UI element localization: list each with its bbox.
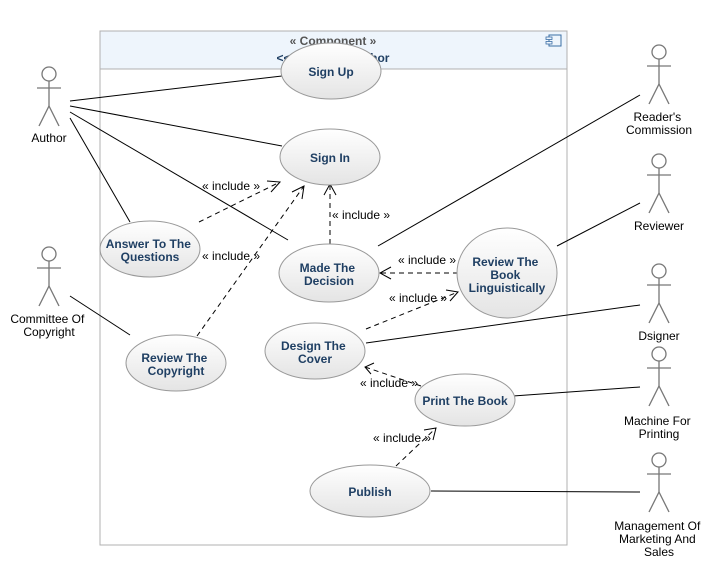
actor-label: Management Of [614, 519, 701, 533]
actor-label: Machine For [624, 414, 691, 428]
component-icon [545, 34, 562, 47]
assoc-author-signin [69, 105, 283, 147]
svg-text:Machine For Printing: Machine For Printing [624, 414, 694, 441]
include-label: « include » [360, 376, 418, 390]
svg-text:Review The Book Li: Review The Book Linguistically [469, 255, 546, 295]
svg-text:Sign In: Sign In [310, 151, 350, 165]
use-case-sign-in[interactable]: Sign In [279, 128, 381, 186]
actor-label: Copyright [23, 325, 75, 339]
assoc-author-signup [69, 75, 283, 102]
include-label: « include » [389, 291, 447, 305]
use-case-made-decision[interactable]: Made The Decision [278, 243, 380, 303]
assoc-designer-cover [365, 304, 641, 344]
use-case-sign-up[interactable]: Sign Up [280, 42, 382, 100]
use-case-label: Sign Up [308, 65, 353, 79]
stick-figure-icon [37, 66, 61, 127]
assoc-machine-print [512, 386, 641, 397]
use-case-label: Linguistically [469, 281, 546, 295]
use-case-label: Questions [121, 250, 180, 264]
actor-label: Printing [639, 427, 680, 441]
svg-text:Publish: Publish [348, 485, 391, 499]
svg-text:Committee Of Copyright: Committee Of Copyright [10, 312, 87, 339]
actor-committee-of-copyright[interactable]: Committee Of Copyright [10, 246, 87, 339]
use-case-label: Book [490, 268, 520, 282]
use-case-label: Review The [141, 351, 207, 365]
assoc-committee-copyright [69, 295, 131, 336]
actor-readers-commission[interactable]: Reader's Commission [626, 44, 692, 137]
use-case-label: Copyright [148, 364, 205, 378]
use-case-label: Design The [281, 339, 346, 353]
include-answer-signin [198, 180, 282, 223]
use-case-label: Publish [348, 485, 391, 499]
include-ling-decision [378, 266, 458, 280]
use-case-label: Sign In [310, 151, 350, 165]
use-case-answer-questions[interactable]: Answer To The Questions [99, 220, 201, 278]
use-case-review-copyright[interactable]: Review The Copyright [125, 334, 227, 392]
use-case-label: Cover [298, 352, 332, 366]
include-cover-ling [365, 289, 459, 330]
use-case-print-book[interactable]: Print The Book [414, 373, 516, 427]
use-case-label: Review The [472, 255, 538, 269]
actor-label: Author [31, 131, 66, 145]
stick-figure-icon [647, 452, 671, 513]
include-print-cover [364, 362, 422, 387]
actor-label: Reader's [634, 110, 682, 124]
svg-text:Review The Copyright: Review The Copyright [141, 351, 210, 378]
stick-figure-icon [647, 263, 671, 324]
actor-label: Sales [644, 545, 674, 559]
include-label: « include » [202, 249, 260, 263]
actor-author[interactable]: Author [31, 66, 67, 145]
use-case-design-cover[interactable]: Design The Cover [264, 322, 366, 380]
use-case-label: Answer To The [106, 237, 191, 251]
svg-text:Reader's Commission: Reader's Commission [626, 110, 692, 137]
svg-text:Made The Decision: Made The Decision [300, 261, 359, 288]
use-case-label: Print The Book [422, 394, 508, 408]
svg-text:Print The Book: Print The Book [422, 394, 508, 408]
assoc-author-answer [69, 117, 131, 223]
use-case-label: Decision [304, 274, 354, 288]
svg-text:Answer To The Questions: Answer To The Questions [106, 237, 194, 264]
svg-text:Design The Cover: Design The Cover [281, 339, 349, 366]
actor-label: Dsigner [638, 329, 679, 343]
include-label: « include » [398, 253, 456, 267]
assoc-reviewer-ling [556, 202, 641, 247]
stick-figure-icon [647, 153, 671, 214]
use-case-label: Made The [300, 261, 356, 275]
include-label: « include » [332, 208, 390, 222]
include-label: « include » [373, 431, 431, 445]
include-label: « include » [202, 179, 260, 193]
assoc-management-publish [430, 490, 641, 493]
actor-label: Commission [626, 123, 692, 137]
use-case-review-linguistically[interactable]: Review The Book Linguistically [456, 227, 558, 319]
actor-label: Marketing And [619, 532, 696, 546]
stick-figure-icon [37, 246, 61, 307]
actor-designer[interactable]: Dsigner [638, 263, 680, 343]
actor-reviewer[interactable]: Reviewer [634, 153, 684, 233]
actor-management-marketing-sales[interactable]: Management Of Marketing And Sales [614, 452, 703, 559]
include-copyright-signin [196, 185, 305, 337]
component-stereotype: « Component » [290, 34, 377, 48]
actor-label: Reviewer [634, 219, 684, 233]
svg-text:Sign Up: Sign Up [308, 65, 353, 79]
include-publish-print [395, 427, 437, 467]
include-dependencies [196, 180, 459, 467]
stick-figure-icon [647, 44, 671, 105]
associations [69, 75, 641, 493]
include-labels: « include » « include » « include » « in… [202, 179, 456, 445]
stick-figure-icon [647, 346, 671, 407]
actor-machine-for-printing[interactable]: Machine For Printing [624, 346, 694, 441]
use-case-publish[interactable]: Publish [309, 464, 431, 518]
actor-label: Committee Of [10, 312, 85, 326]
svg-text:Management Of Marketing: Management Of Marketing And Sales [614, 519, 703, 559]
assoc-author-decision [69, 111, 289, 241]
assoc-readers-decision [377, 94, 641, 247]
